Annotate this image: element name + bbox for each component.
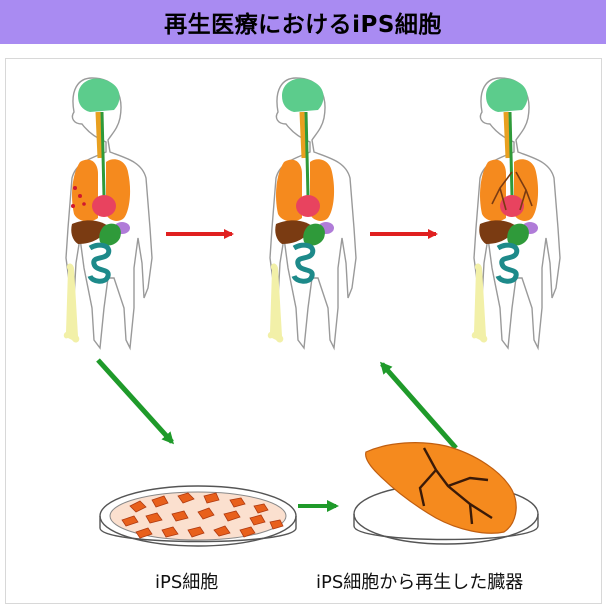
petri-dish-cells [99, 485, 297, 547]
human-figure-recovered [472, 78, 560, 348]
human-figure-diseased [64, 78, 152, 348]
title-bar: 再生医療におけるiPS細胞 [0, 0, 606, 44]
human-figure-treatment [268, 78, 356, 348]
green-arrow-up [380, 361, 458, 450]
damage-marks [71, 186, 86, 208]
label-regenerated-organ: iPS細胞から再生した臓器 [316, 572, 524, 593]
page-title: 再生医療におけるiPS細胞 [164, 12, 442, 38]
petri-dish-organ [353, 442, 539, 545]
label-ips-cells: iPS細胞 [155, 572, 219, 593]
lung-branches [491, 171, 533, 211]
green-arrow-down [96, 358, 175, 445]
